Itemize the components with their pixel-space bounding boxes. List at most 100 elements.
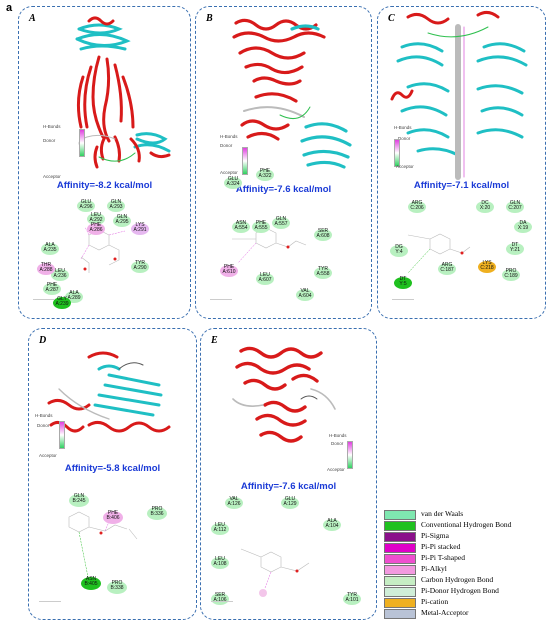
legend-row: Pi-Donor Hydrogen Bond — [384, 586, 544, 597]
legend-row: van der Waals — [384, 509, 544, 520]
legend-row: Pi-Pi stacked — [384, 542, 544, 553]
interaction-diagram — [407, 233, 471, 274]
panel-label: C — [388, 13, 395, 24]
affinity-value: Affinity=-7.6 kcal/mol — [240, 481, 337, 492]
legend-swatch — [384, 587, 416, 597]
protein-structure-image — [232, 18, 352, 169]
panel-label: A — [29, 13, 36, 24]
hbond-legend-acceptor: Acceptor — [43, 174, 61, 179]
legend-swatch — [384, 532, 416, 542]
affinity-value: Affinity=-5.8 kcal/mol — [64, 463, 161, 474]
mini-legend — [33, 299, 55, 310]
legend-swatch — [384, 510, 416, 520]
interaction-diagram — [68, 511, 138, 583]
hbond-legend-acceptor: Acceptor — [220, 170, 238, 175]
legend-row: Pi-Pi T-shaped — [384, 553, 544, 564]
legend-row: Pi-Alkyl — [384, 564, 544, 575]
mini-legend — [211, 601, 233, 612]
legend-swatch — [384, 543, 416, 553]
legend-label: Pi-Alkyl — [421, 564, 447, 573]
legend-label: Pi-Pi T-shaped — [421, 553, 465, 562]
interaction-diagram — [232, 227, 307, 264]
hbond-legend-title: H-Bonds — [394, 125, 412, 130]
mini-legend — [39, 601, 61, 612]
protein-structure-image — [390, 10, 528, 180]
panel-label: D — [39, 335, 47, 346]
panel-e: E H-Bonds Donor Acceptor Affinity=-7.6 k… — [200, 328, 377, 620]
hbond-legend-title: H-Bonds — [43, 124, 61, 129]
protein-structure-image — [47, 351, 171, 433]
hbond-legend-acceptor: Acceptor — [396, 164, 414, 169]
affinity-value: Affinity=-7.6 kcal/mol — [235, 184, 332, 195]
legend-row: Conventional Hydrogen Bond — [384, 520, 544, 531]
figure-label: a — [6, 2, 13, 14]
hbond-legend-acceptor: Acceptor — [327, 467, 345, 472]
hbond-color-bar — [79, 129, 85, 157]
legend-row: Pi-cation — [384, 597, 544, 608]
protein-structure-image — [232, 346, 336, 443]
hbond-color-bar — [347, 441, 353, 469]
interaction-diagram — [240, 548, 310, 597]
panel-a: A H-Bonds Donor Acceptor Affinity=-8.2 k — [18, 6, 191, 319]
legend-swatch — [384, 565, 416, 575]
hbond-legend-acceptor: Acceptor — [39, 453, 57, 458]
legend-swatch — [384, 521, 416, 531]
mini-legend — [392, 299, 414, 310]
legend-label: Metal-Acceptor — [421, 608, 469, 617]
legend-row: Pi-Sigma — [384, 531, 544, 542]
panel-label: B — [206, 13, 213, 24]
hbond-color-bar — [394, 139, 400, 167]
hbond-color-bar — [59, 421, 65, 449]
affinity-value: Affinity=-8.2 kcal/mol — [56, 180, 153, 191]
legend-swatch — [384, 554, 416, 564]
hbond-legend-title: H-Bonds — [35, 413, 53, 418]
hbond-legend-title: H-Bonds — [220, 134, 238, 139]
hbond-legend-title: H-Bonds — [329, 433, 347, 438]
legend-swatch — [384, 576, 416, 586]
legend-row: Carbon Hydrogen Bond — [384, 575, 544, 586]
legend-label: Carbon Hydrogen Bond — [421, 575, 494, 584]
legend-label: van der Waals — [421, 509, 464, 518]
hbond-legend-donor: Donor — [43, 138, 56, 143]
legend-label: Pi-Pi stacked — [421, 542, 461, 551]
hbond-legend-donor: Donor — [331, 441, 344, 446]
panel-c: C H-Bonds Donor Acceptor Affinity=-7.1 k… — [377, 6, 546, 319]
panel-d: D H-Bonds Donor Acceptor Affinity=-5.8 k… — [28, 328, 197, 620]
legend-swatch — [384, 609, 416, 619]
